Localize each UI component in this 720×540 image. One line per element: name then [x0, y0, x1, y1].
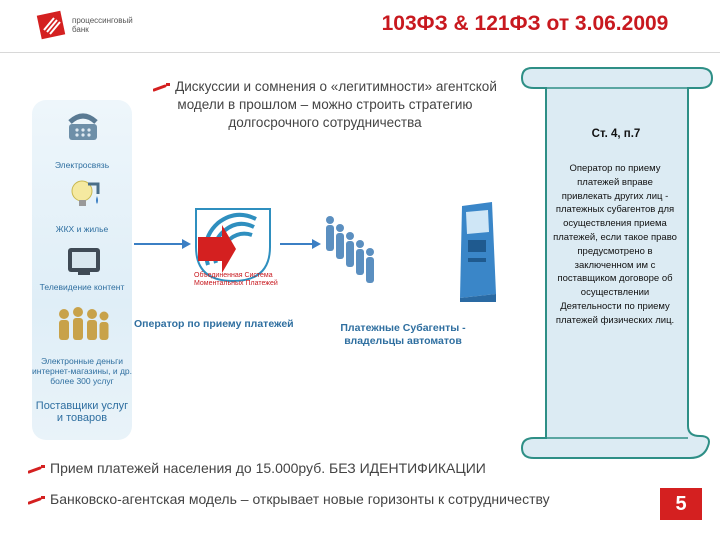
- article-body: Оператор по приему платежей вправе привл…: [553, 163, 677, 326]
- bottom-bullet-text-2: Банковско-агентская модель – открывает н…: [50, 491, 550, 507]
- utilities-icon: [71, 180, 100, 206]
- operator-logo-icon: [195, 208, 271, 283]
- agents-queue-icon: [326, 216, 374, 283]
- arrow-head-icon: [182, 239, 191, 249]
- operator-logo-caption: Объединенная Система Моментальных Платеж…: [194, 272, 278, 287]
- intro-text: Дискуссии и сомнения о «легитимности» аг…: [175, 79, 497, 130]
- bottom-bullet-1: Прием платежей населения до 15.000руб. Б…: [28, 460, 486, 476]
- suppliers-panel: Электросвязь ЖКХ и жилье Телевидение кон…: [32, 100, 132, 440]
- bottom-bullet-2: Банковско-агентская модель – открывает н…: [28, 491, 550, 507]
- page-title: 103ФЗ & 121ФЗ от 3.06.2009: [381, 12, 669, 35]
- bullet-icon: [153, 83, 171, 92]
- suppliers-footer: Поставщики услуг и товаров: [35, 400, 129, 424]
- people-icon: [59, 307, 109, 340]
- agents-label: Платежные Субагенты - владельцы автомато…: [340, 322, 466, 347]
- supplier-label-utilities: ЖКХ и жилье: [55, 224, 109, 234]
- bullet-icon: [28, 465, 45, 474]
- bullet-icon: [28, 496, 45, 505]
- payment-terminal-icon: [460, 202, 496, 302]
- logo-text: процессинговый банк: [72, 16, 133, 34]
- arrow-head-icon: [312, 239, 321, 249]
- bank-logo: процессинговый банк: [36, 10, 176, 46]
- phone-icon: [68, 113, 98, 140]
- page-number: 5: [660, 488, 702, 520]
- arrow-suppliers-to-operator: [134, 243, 184, 245]
- supplier-label-emoney: Электронные деньги интернет-магазины, и …: [32, 356, 133, 386]
- tv-icon: [68, 248, 100, 275]
- bottom-bullet-text-1: Прием платежей населения до 15.000руб. Б…: [50, 460, 486, 476]
- intro-paragraph: Дискуссии и сомнения о «легитимности» аг…: [145, 78, 505, 132]
- header-divider: [0, 52, 720, 53]
- article-scroll-icon: [520, 67, 714, 459]
- supplier-label-telecom: Электросвязь: [54, 160, 110, 170]
- operator-label: Оператор по приему платежей: [134, 318, 294, 330]
- supplier-label-tv: Телевидение контент: [39, 282, 125, 292]
- logo-mark-icon: [36, 10, 66, 40]
- article-heading: Ст. 4, п.7: [591, 128, 641, 140]
- arrow-operator-to-agents: [280, 243, 314, 245]
